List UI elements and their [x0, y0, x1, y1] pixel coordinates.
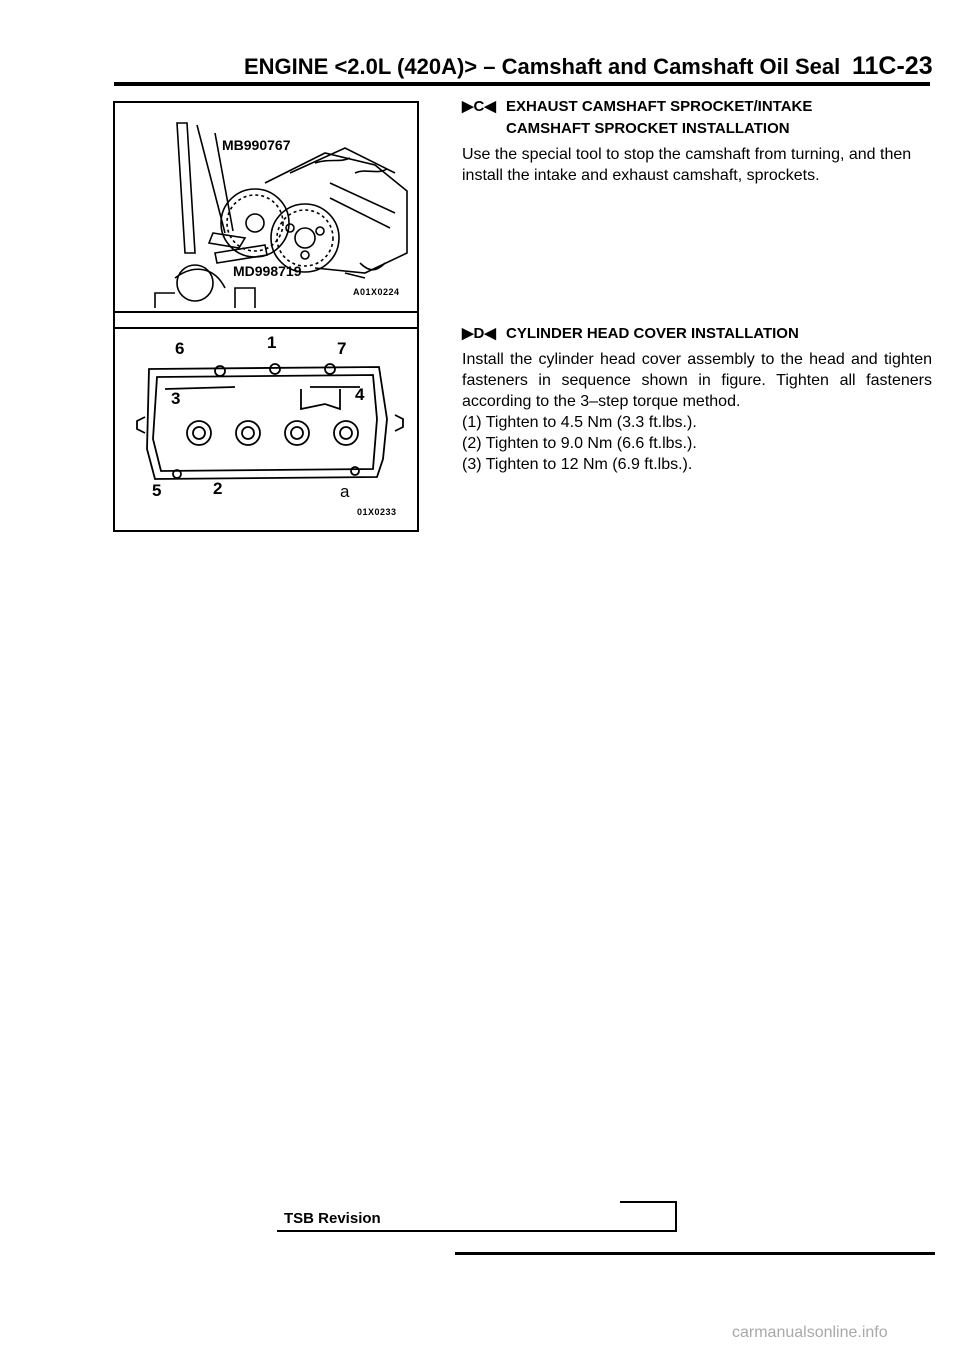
sprocket-tool-illustration [154, 122, 408, 308]
sequence-number-6: 6 [175, 339, 185, 358]
sequence-number-a: a [340, 482, 350, 501]
watermark: carmanualsonline.info [732, 1324, 888, 1341]
section-d-heading-text: CYLINDER HEAD COVER INSTALLATION [506, 325, 799, 342]
figure-top-border [115, 101, 417, 103]
sequence-number-4: 4 [355, 385, 365, 404]
figure-bottom-border [115, 530, 417, 532]
section-d-body: Install the cylinder head cover assembly… [462, 351, 932, 410]
page-header: ENGINE <2.0L (420A)> – Camshaft and Cams… [0, 0, 960, 86]
section-d-heading: ▶D◀ CYLINDER HEAD COVER INSTALLATION [462, 323, 932, 345]
torque-step-3: (3) Tighten to 12 Nm (6.9 ft.lbs.). [462, 456, 693, 473]
figure-code-1: A01X0224 [353, 287, 400, 297]
right-arrow-icon: ▶ [462, 98, 474, 115]
sequence-number-5: 5 [152, 481, 162, 500]
section-d-marker: ▶D◀ [462, 325, 496, 342]
footer-box [277, 1201, 677, 1232]
left-arrow-icon: ◀ [484, 325, 496, 342]
right-arrow-icon: ▶ [462, 325, 474, 342]
footer-topline [620, 1201, 677, 1203]
tool-label-1: MB990767 [222, 137, 291, 153]
page-title: ENGINE <2.0L (420A)> – Camshaft and Cams… [244, 54, 841, 79]
torque-step-1: (1) Tighten to 4.5 Nm (3.3 ft.lbs.). [462, 414, 697, 431]
section-c-body: Use the special tool to stop the camshaf… [462, 146, 912, 184]
section-c-heading-line1: EXHAUST CAMSHAFT SPROCKET/INTAKE [506, 98, 813, 115]
head-cover-illustration [136, 363, 404, 480]
figure-divider-2 [115, 327, 417, 329]
footer-tick [675, 1201, 677, 1230]
tsb-revision-label: TSB Revision [284, 1210, 381, 1227]
tool-label-2: MD998719 [233, 263, 302, 279]
sequence-number-1: 1 [267, 333, 277, 352]
section-camshaft-sprocket: ▶C◀ EXHAUST CAMSHAFT SPROCKET/INTAKE CAM… [462, 96, 932, 186]
bottom-rule [455, 1252, 935, 1255]
section-head-cover: ▶D◀ CYLINDER HEAD COVER INSTALLATION Ins… [462, 323, 932, 475]
figure-panel: MB990767 MD998719 A01X0224 6 1 [113, 101, 419, 532]
figure-head-cover-sequence: 6 1 7 3 4 5 2 a 01X0233 [115, 329, 417, 532]
sequence-number-3: 3 [171, 389, 181, 408]
section-c-heading: ▶C◀ EXHAUST CAMSHAFT SPROCKET/INTAKE [462, 96, 932, 118]
torque-step-2: (2) Tighten to 9.0 Nm (6.6 ft.lbs.). [462, 435, 697, 452]
left-arrow-icon: ◀ [484, 98, 496, 115]
section-c-marker: ▶C◀ [462, 98, 496, 115]
figure-camshaft-sprocket-tool: MB990767 MD998719 A01X0224 [115, 103, 417, 311]
page-number: 11C-23 [852, 52, 933, 80]
figure-code-2: 01X0233 [357, 507, 397, 517]
section-c-heading-line2: CAMSHAFT SPROCKET INSTALLATION [506, 120, 790, 137]
sequence-number-7: 7 [337, 339, 347, 358]
header-rule [114, 82, 930, 86]
sequence-number-2: 2 [213, 479, 223, 498]
figure-divider-1 [115, 311, 417, 313]
